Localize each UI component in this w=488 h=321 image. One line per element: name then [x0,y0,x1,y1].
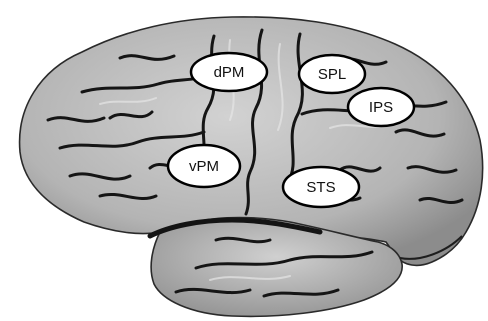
region-ellipse-ips [346,86,416,128]
cerebellum-edge [399,235,463,260]
lateral-fissure [147,217,323,239]
region-label-dpm: dPM [189,51,269,93]
region-text-vpm: vPM [189,158,219,175]
region-ellipse-dpm [189,51,269,93]
region-text-sts: STS [306,179,335,196]
region-ellipse-vpm [166,143,242,189]
region-label-spl: SPL [297,53,367,95]
region-text-dpm: dPM [214,64,245,81]
region-label-vpm: vPM [166,143,242,189]
region-text-spl: SPL [318,66,346,83]
region-text-ips: IPS [369,99,393,116]
region-label-ips: IPS [346,86,416,128]
brain-illustration [18,16,484,318]
region-ellipse-spl [297,53,367,95]
region-label-sts: STS [281,165,361,209]
region-ellipse-sts [281,165,361,209]
